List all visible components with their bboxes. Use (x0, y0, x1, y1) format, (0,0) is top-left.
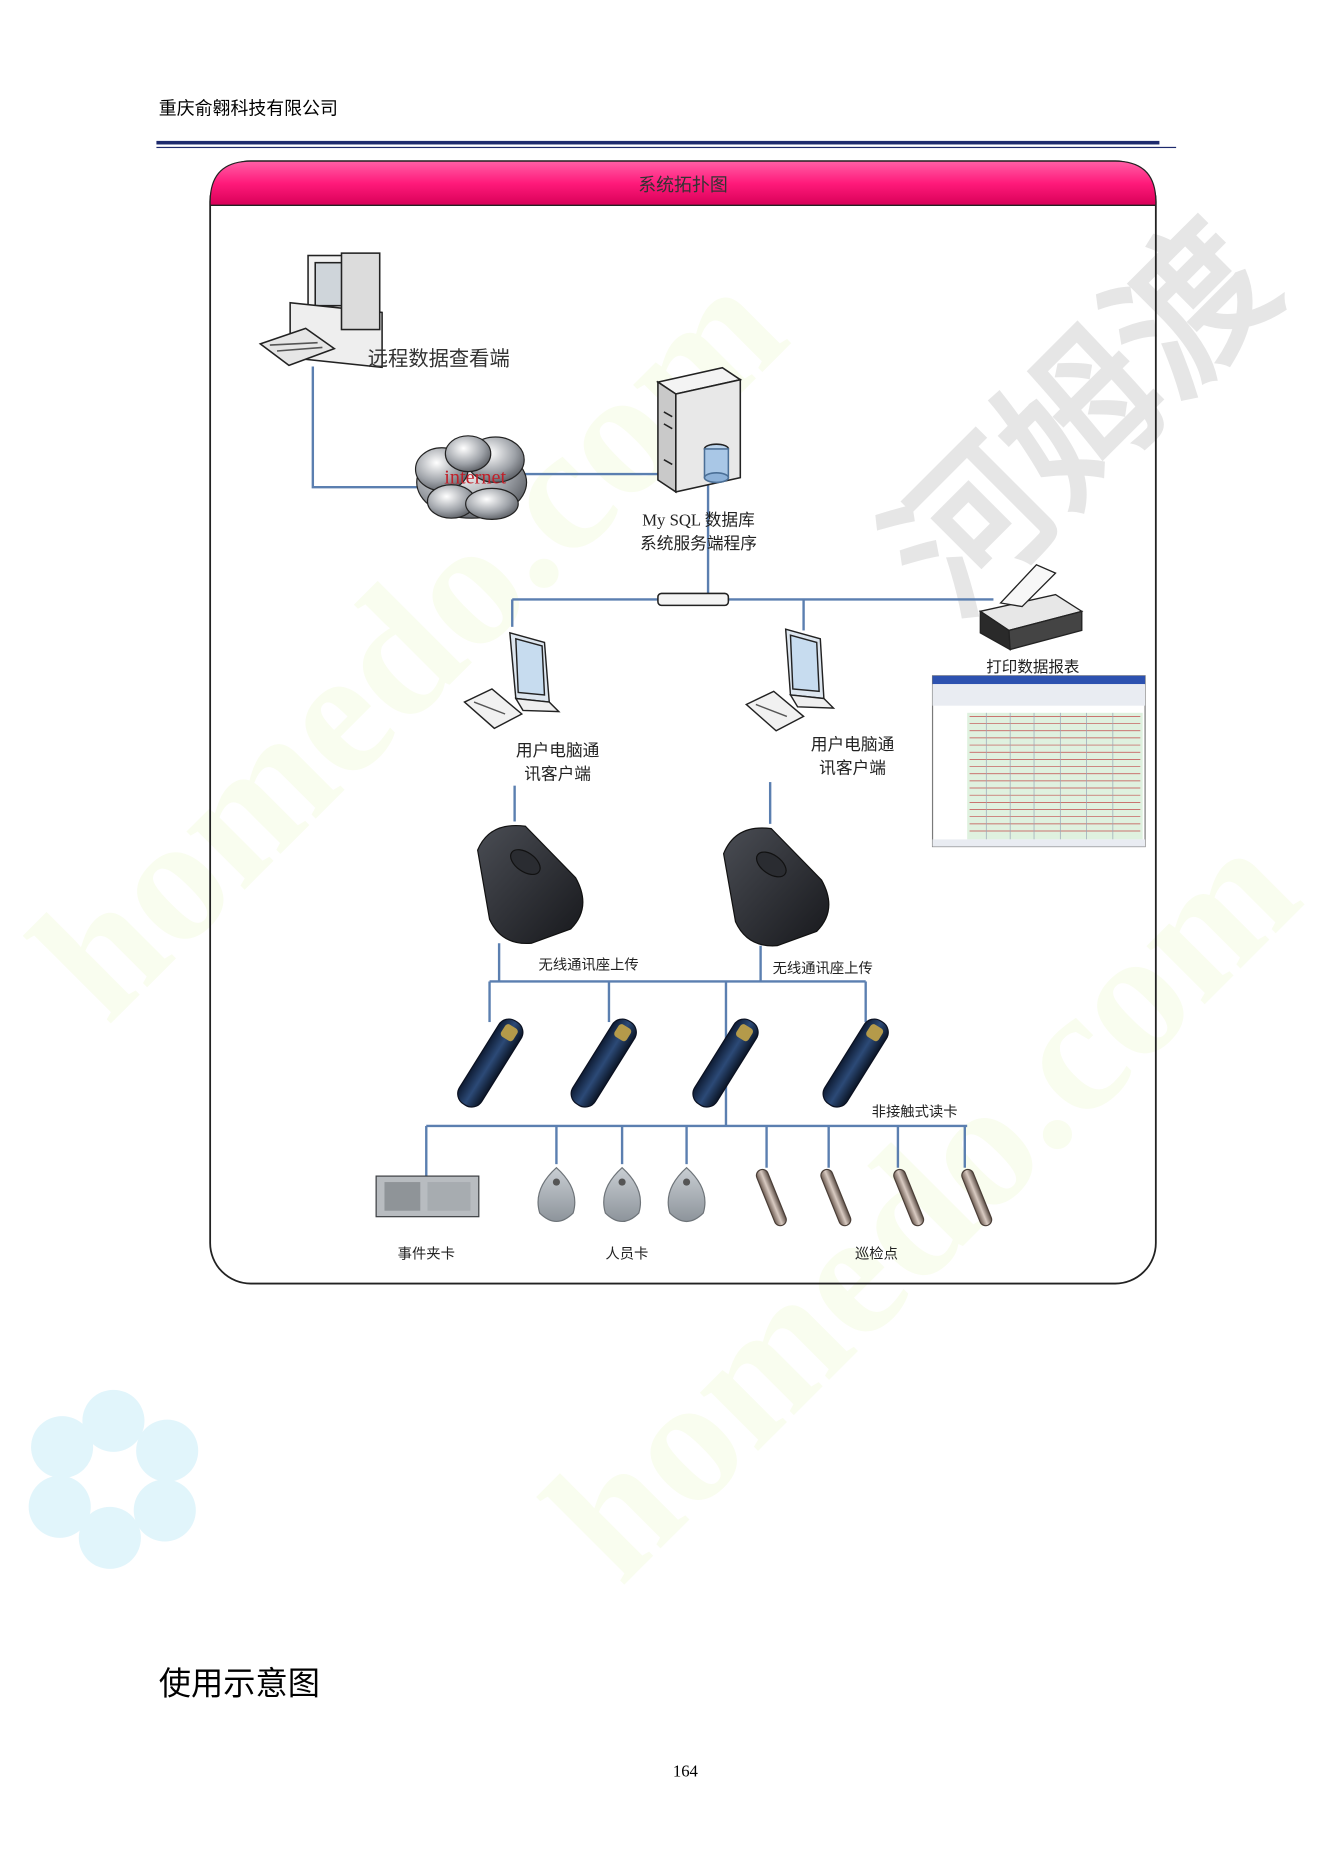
diagram-title: 系统拓扑图 (638, 175, 728, 195)
diagram-title-bar (209, 160, 1157, 206)
staff-tag-icon-2 (603, 1166, 642, 1223)
db-label-line2: 系统服务端程序 (640, 534, 757, 553)
client-computer-left-icon (463, 631, 561, 730)
reader-baton-icon-3 (692, 1018, 759, 1108)
reader-baton-icon-2 (570, 1018, 637, 1108)
db-label-line1: My SQL 数据库 (642, 510, 755, 529)
checkpoint-rod-icon-2 (820, 1168, 852, 1227)
event-card-label: 事件夹卡 (398, 1245, 455, 1262)
company-name: 重庆俞翱科技有限公司 (158, 99, 338, 120)
remote-computer-icon (258, 252, 383, 369)
checkpoint-rod-icon-4 (961, 1168, 993, 1227)
checkpoint-rod-icon-3 (893, 1168, 925, 1227)
printer-icon (978, 563, 1084, 651)
staff-card-label: 人员卡 (605, 1245, 648, 1262)
client-right-label-line1: 用户电脑通 (811, 735, 895, 754)
cradle-left-label: 无线通讯座上传 (539, 957, 639, 974)
reader-baton-icon-1 (457, 1018, 524, 1108)
reader-label: 非接触式读卡 (872, 1103, 958, 1120)
printer-label: 打印数据报表 (986, 658, 1079, 676)
reader-baton-icon-4 (822, 1018, 889, 1108)
watermark-cn: 河姆渡 (858, 193, 1309, 644)
client-right-label-line2: 讯客户端 (819, 759, 886, 778)
database-server-icon (655, 366, 743, 494)
page-number: 164 (672, 1763, 698, 1782)
checkpoint-label: 巡检点 (855, 1245, 898, 1262)
staff-tag-icon-1 (537, 1166, 576, 1223)
client-left-label-line2: 讯客户端 (524, 765, 591, 784)
report-thumbnail (931, 675, 1146, 848)
connection-lines (311, 366, 994, 1177)
event-card-holder-icon (375, 1175, 480, 1218)
cradle-right-icon (722, 827, 830, 947)
remote-client-label: 远程数据查看端 (368, 347, 510, 370)
internet-cloud-icon (414, 435, 528, 520)
cradle-left-icon (476, 824, 584, 945)
internet-label: internet (444, 467, 506, 489)
section-title: 使用示意图 (158, 1665, 321, 1702)
checkpoint-rod-icon-1 (755, 1168, 787, 1227)
cradle-right-label: 无线通讯座上传 (773, 960, 873, 977)
header-rule-thin (156, 146, 1177, 149)
watermark-flower-icon (28, 1389, 199, 1569)
client-computer-right-icon (744, 628, 836, 732)
network-hub-icon (657, 592, 730, 607)
client-left-label-line1: 用户电脑通 (516, 741, 600, 760)
header-rule (156, 140, 1160, 145)
staff-tag-icon-3 (667, 1166, 706, 1223)
